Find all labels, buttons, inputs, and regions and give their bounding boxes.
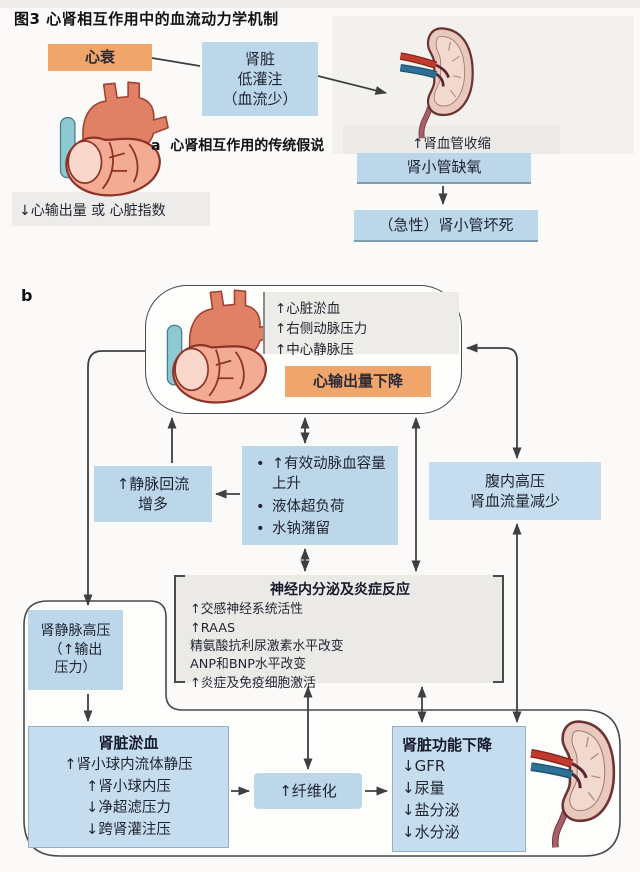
fibrosis-box: ↑纤维化 bbox=[254, 773, 362, 809]
bg-strip-top bbox=[0, 0, 640, 8]
cardiac-output-note: ↓心输出量 或 心脏指数 bbox=[19, 203, 166, 219]
heart-status-line: ↑右侧动脉压力 bbox=[275, 321, 368, 338]
volume-overload-box: ↑有效动脉血容量上升 液体超负荷 水钠潴留 bbox=[242, 446, 398, 545]
neuro-line: ↑RAAS bbox=[190, 620, 236, 636]
hypoperfusion-line: 肾脏 bbox=[244, 49, 275, 68]
congestion-line: ↓跨肾灌注压 bbox=[86, 822, 171, 838]
tubule-hypoxia-label: 肾小管缺氧 bbox=[406, 158, 482, 177]
heart-failure-box: 心衰 bbox=[48, 44, 152, 71]
section-a-label: a 心肾相互作用的传统假说 bbox=[151, 135, 431, 155]
neuro-line: ↑交感神经系统活性 bbox=[190, 602, 304, 618]
cardiac-output-drop-label: 心输出量下降 bbox=[312, 372, 403, 391]
renal-vein-line: （↑输出 bbox=[48, 641, 103, 658]
bg-strip-vasoconstriction bbox=[343, 126, 560, 154]
hypoperfusion-line: （血流少） bbox=[222, 90, 298, 109]
abdominal-line: 腹内高压 bbox=[484, 471, 545, 490]
arrow-heart-to-renalvein bbox=[83, 350, 145, 606]
hypoperfusion-line: 低灌注 bbox=[237, 69, 283, 88]
congestion-title: 肾脏淤血 bbox=[98, 734, 159, 753]
volume-overload-item: ↑有效动脉血容量上升 bbox=[256, 454, 392, 495]
function-line: ↓GFR bbox=[402, 757, 446, 776]
tubule-necrosis-box: （急性）肾小管坏死 bbox=[354, 210, 538, 242]
congestion-line: ↓净超滤压力 bbox=[86, 800, 171, 817]
function-line: ↓水分泌 bbox=[402, 822, 460, 841]
neuro-line: ↑炎症及免疫细胞激活 bbox=[190, 675, 316, 691]
tubule-necrosis-label: （急性）肾小管坏死 bbox=[378, 215, 514, 234]
heart-status-line: ↑中心静脉压 bbox=[275, 341, 354, 358]
section-b-label: b bbox=[21, 286, 33, 305]
abdominal-pressure-box: 腹内高压 肾血流量减少 bbox=[429, 462, 601, 520]
neuro-line: 精氨酸抗利尿激素水平改变 bbox=[190, 639, 344, 654]
function-title: 肾脏功能下降 bbox=[402, 735, 493, 754]
heart-status-box: ↑心脏淤血 ↑右侧动脉压力 ↑中心静脉压 bbox=[263, 292, 459, 358]
renal-vein-pressure-box: 肾静脉高压 （↑输出 压力） bbox=[28, 610, 123, 690]
renal-hypoperfusion-box: 肾脏 低灌注 （血流少） bbox=[202, 42, 318, 116]
venous-return-box: ↑静脉回流 增多 bbox=[94, 466, 212, 522]
venous-return-line: 增多 bbox=[137, 495, 168, 513]
venous-return-line: ↑静脉回流 bbox=[116, 474, 190, 493]
neuro-line: ANP和BNP水平改变 bbox=[190, 657, 307, 673]
neuro-title: 神经内分泌及炎症反应 bbox=[270, 582, 410, 598]
arrow-hypoperfusion-to-kidney bbox=[317, 75, 387, 95]
function-line: ↓尿量 bbox=[402, 779, 445, 798]
abdominal-line: 肾血流量减少 bbox=[469, 492, 560, 510]
tubule-hypoxia-box: 肾小管缺氧 bbox=[357, 153, 531, 184]
volume-overload-item: 液体超负荷 bbox=[256, 497, 392, 518]
congestion-line: ↑肾小球内流体静压 bbox=[64, 756, 193, 773]
neuro-bracket-left bbox=[174, 575, 185, 683]
page-title: 图3 心肾相互作用中的血流动力学机制 bbox=[14, 10, 279, 28]
renal-function-box: 肾脏功能下降 ↓GFR ↓尿量 ↓盐分泌 ↓水分泌 bbox=[392, 726, 526, 852]
heart-failure-label: 心衰 bbox=[84, 48, 115, 67]
neuro-bracket-right bbox=[493, 575, 504, 683]
arrow-heart-abdominal bbox=[466, 343, 522, 459]
function-line: ↓盐分泌 bbox=[402, 800, 460, 819]
renal-vein-line: 肾静脉高压 bbox=[40, 622, 111, 639]
arrow-hf-to-hypoperfusion bbox=[151, 57, 201, 67]
volume-overload-item: 水钠潴留 bbox=[256, 519, 392, 540]
renal-congestion-box: 肾脏淤血 ↑肾小球内流体静压 ↑肾小球内压 ↓净超滤压力 ↓跨肾灌注压 bbox=[28, 726, 229, 848]
heart-status-line: ↑心脏淤血 bbox=[275, 301, 341, 317]
renal-vasoconstriction-label: ↑肾血管收缩 bbox=[412, 136, 491, 152]
cardiac-output-drop-box: 心输出量下降 bbox=[285, 366, 431, 397]
section-a-title: 心肾相互作用的传统假说 bbox=[170, 138, 325, 154]
kidney-illustration-a bbox=[394, 24, 480, 140]
neuro-inflammation-box: 神经内分泌及炎症反应 ↑交感神经系统活性 ↑RAAS 精氨酸抗利尿激素水平改变 … bbox=[174, 575, 504, 691]
renal-vein-line: 压力） bbox=[54, 660, 97, 677]
congestion-line: ↑肾小球内压 bbox=[86, 778, 171, 795]
bg-strip-output-note bbox=[12, 192, 210, 226]
section-a-letter: a bbox=[151, 138, 161, 154]
kidney-illustration-b bbox=[527, 714, 619, 852]
fibrosis-label: ↑纤维化 bbox=[279, 781, 337, 800]
